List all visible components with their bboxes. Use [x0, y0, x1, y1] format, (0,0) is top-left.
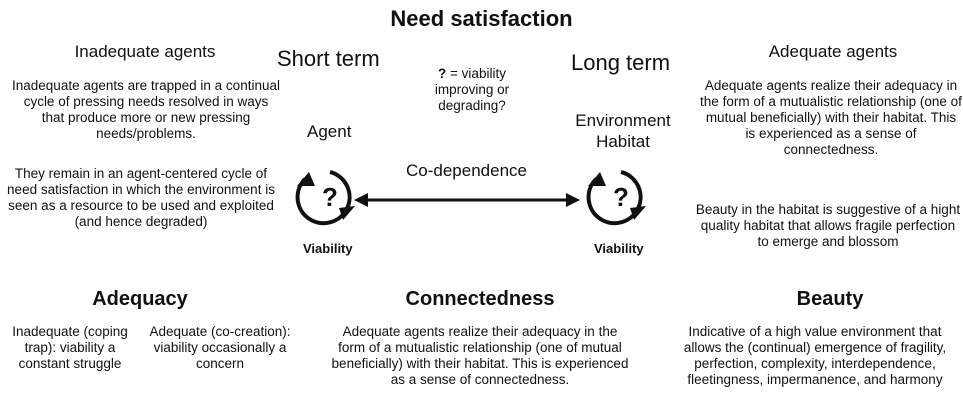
connectedness-text: Adequate agents realize their adequacy i… — [331, 324, 629, 387]
adequacy-adequate-text: Adequate (co-creation): viability occasi… — [149, 324, 291, 371]
adequate-agents-text-2: Beauty in the habitat is suggestive of a… — [695, 202, 961, 249]
short-term-label: Short term — [277, 46, 380, 71]
adequate-agents-text-1: Adequate agents realize their adequacy i… — [700, 78, 962, 157]
viability-label-left: Viability — [303, 241, 353, 256]
inadequate-agents-text-1: Inadequate agents are trapped in a conti… — [12, 78, 280, 141]
environment-habitat-label: Environment Habitat — [562, 110, 684, 152]
connectedness-title: Connectedness — [405, 288, 555, 310]
viability-question-note: ? = viability improving or degrading? — [408, 66, 536, 114]
question-symbol: ? — [438, 66, 447, 81]
agent-label: Agent — [307, 122, 352, 141]
long-term-label: Long term — [571, 50, 671, 75]
question-note-text: = viability improving or degrading? — [434, 66, 510, 113]
viability-label-right: Viability — [594, 241, 644, 256]
inadequate-agents-text-2: They remain in an agent-centered cycle o… — [7, 166, 275, 229]
viability-cycle-icon-left: ? — [295, 170, 355, 226]
environment-label: Environment — [575, 111, 671, 130]
adequacy-title: Adequacy — [92, 288, 188, 310]
cycle-question-right: ? — [613, 182, 629, 212]
adequacy-inadequate-text: Inadequate (coping trap): viability a co… — [12, 324, 128, 371]
adequate-agents-heading: Adequate agents — [768, 42, 898, 61]
viability-cycle-icon-right: ? — [586, 170, 646, 226]
beauty-text: Indicative of a high value environment t… — [683, 324, 947, 387]
beauty-title: Beauty — [796, 288, 864, 310]
codependence-double-arrow — [354, 193, 580, 207]
codependence-label: Co-dependence — [406, 161, 527, 180]
inadequate-agents-heading: Inadequate agents — [74, 42, 216, 61]
habitat-label: Habitat — [596, 132, 650, 151]
cycle-question-left: ? — [322, 182, 338, 212]
page-title: Need satisfaction — [390, 6, 573, 31]
